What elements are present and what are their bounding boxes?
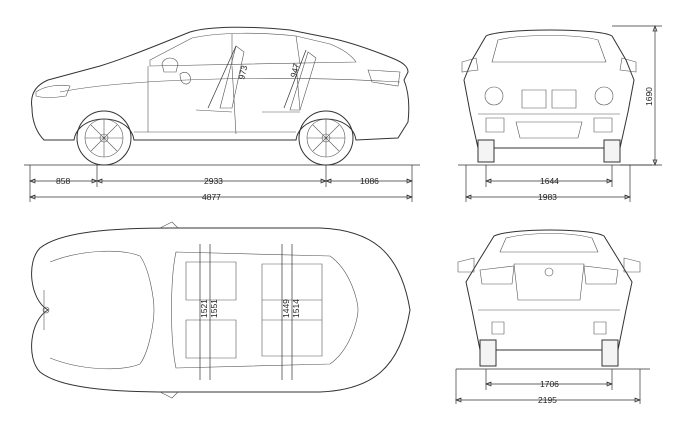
side-front-seat	[195, 45, 245, 113]
front-track-label: 1644	[540, 176, 559, 186]
side-body-outline	[31, 26, 410, 141]
front-overhang-label: 858	[56, 176, 70, 186]
top-badge	[42, 306, 50, 314]
front-tires	[477, 139, 621, 163]
front-kidney-grille	[521, 89, 577, 109]
front-mirror-left	[461, 57, 479, 73]
rear-extension-lines	[455, 369, 641, 404]
top-mirrors	[159, 221, 179, 399]
side-windows	[149, 32, 357, 67]
top-interior-dim-lines	[199, 244, 293, 380]
side-steering-wheel	[179, 72, 191, 85]
front-body-outline	[463, 29, 635, 149]
side-view: 973 947 858 2933 1086 4877	[24, 26, 420, 202]
rear-window	[499, 233, 599, 253]
overall-length-label: 4877	[202, 192, 221, 202]
mirror-width-label: 2195	[538, 395, 557, 405]
top-windshield	[139, 255, 155, 365]
front-view: 1644 1983 1690	[458, 25, 662, 202]
overall-width-label: 1983	[538, 192, 557, 202]
front-extension-lines	[465, 165, 631, 202]
front-headroom-label: 973	[236, 64, 249, 80]
top-view: 1521 1551 1449 1514	[31, 221, 411, 399]
top-body-outline	[31, 227, 411, 393]
front-headlight-right	[594, 86, 614, 106]
side-front-wheel	[76, 110, 132, 166]
rear-tires	[479, 339, 619, 367]
front-headlight-left	[484, 86, 504, 106]
front-bumper	[478, 113, 620, 139]
top-roof	[171, 251, 359, 369]
top-hood-lines	[43, 250, 141, 370]
side-taillight	[367, 69, 401, 87]
front-mirror-right	[619, 57, 637, 73]
height-dim-arrows	[652, 25, 658, 166]
rear-tailgate	[513, 263, 585, 301]
rear-taillights	[479, 265, 619, 285]
top-front-seats	[185, 261, 237, 359]
rear-headroom-line	[283, 49, 307, 109]
side-dim-arrows-upper	[29, 178, 413, 184]
side-rear-seat	[262, 51, 317, 113]
wheelbase-label: 2933	[204, 176, 223, 186]
rear-bumper	[478, 309, 620, 335]
rear-headroom-label: 947	[288, 62, 301, 78]
side-c-pillar	[295, 35, 301, 65]
rear-body-outline	[465, 229, 633, 351]
side-extension-lines	[29, 165, 413, 202]
rear-shoulder-label: 1449	[281, 299, 291, 318]
side-headlight	[35, 84, 71, 98]
side-mirror	[161, 57, 179, 73]
side-dim-arrows-lower	[29, 194, 413, 200]
front-elbow-label: 1551	[209, 299, 219, 318]
rear-overhang-label: 1086	[360, 176, 379, 186]
rear-elbow-label: 1514	[291, 299, 301, 318]
side-rear-wheel	[298, 110, 354, 166]
mirror-width-arrows	[455, 397, 641, 403]
rear-track-label: 1706	[540, 379, 559, 389]
rear-badge	[544, 267, 554, 277]
rear-view: 1706 2195	[455, 229, 650, 405]
front-headroom-line	[207, 45, 237, 109]
height-label: 1690	[644, 87, 654, 106]
front-track-arrows	[485, 178, 613, 184]
front-shoulder-label: 1521	[199, 299, 209, 318]
rear-mirrors	[457, 257, 641, 273]
side-door-lines	[147, 63, 301, 135]
overall-width-arrows	[465, 194, 631, 200]
front-windshield	[491, 35, 607, 63]
rear-track-arrows	[485, 381, 613, 387]
side-belt-line	[59, 78, 401, 93]
